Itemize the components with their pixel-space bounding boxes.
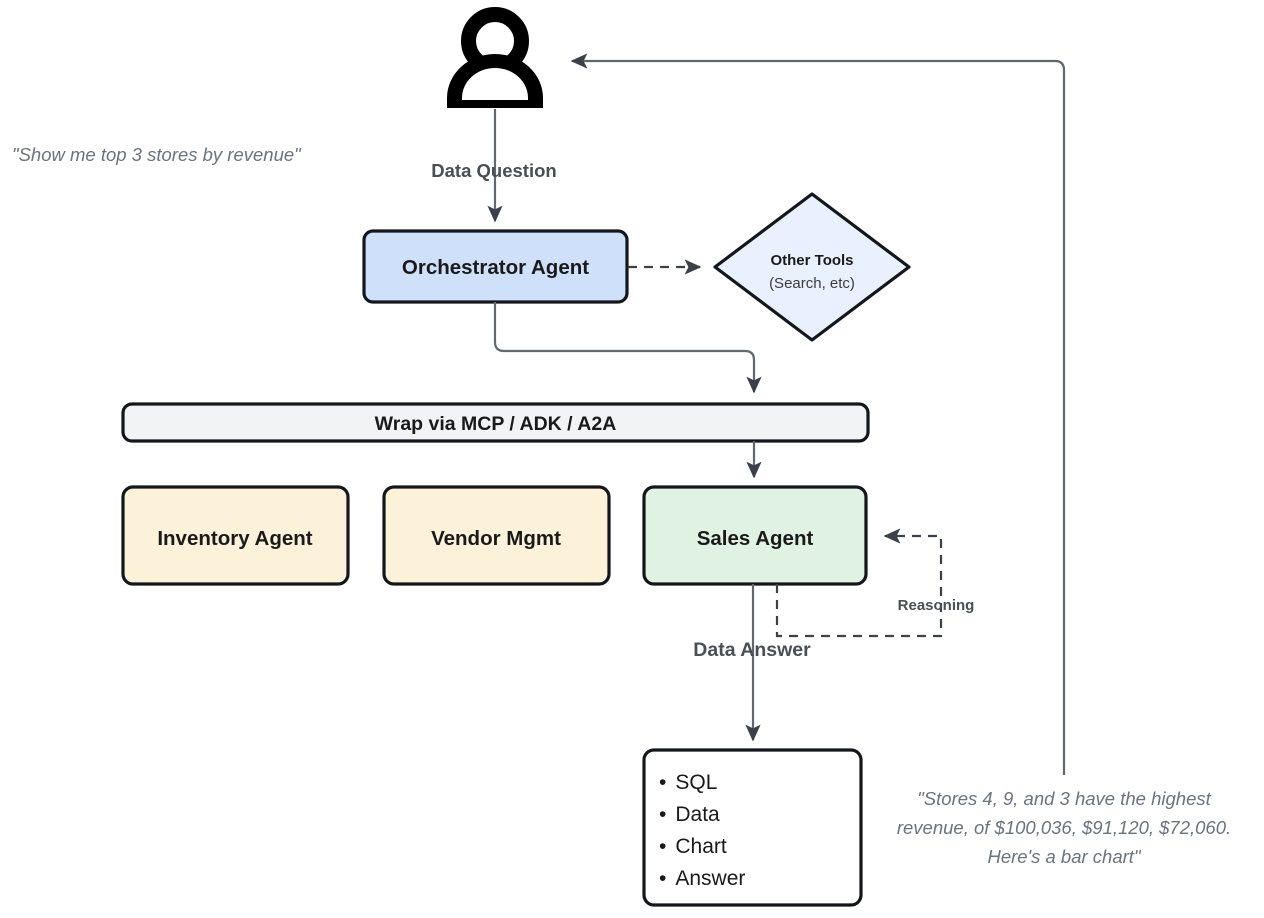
quote-user-question: "Show me top 3 stores by revenue"	[12, 144, 302, 165]
node-inventory-agent-label: Inventory Agent	[157, 527, 312, 550]
edge-label-reasoning: Reasoning	[898, 597, 975, 614]
answer-output-box[interactable]: • SQL • Data • Chart • Answer	[642, 748, 863, 907]
node-vendor-mgmt-label: Vendor Mgmt	[431, 527, 561, 550]
quote-assistant-answer-line-1: "Stores 4, 9, and 3 have the highest	[917, 788, 1211, 809]
answer-bullet-2: • Chart	[659, 835, 727, 858]
node-other-tools-sublabel: (Search, etc)	[769, 275, 855, 292]
answer-bullet-glyph-3: •	[659, 867, 666, 890]
answer-item-label-2: Chart	[675, 835, 727, 858]
quote-assistant-answer: "Stores 4, 9, and 3 have the highest rev…	[897, 788, 1231, 867]
edge-answer-to-user-feedback	[570, 53, 1066, 775]
node-other-tools-label: Other Tools	[770, 252, 853, 269]
node-wrap-layer-label: Wrap via MCP / ADK / A2A	[375, 413, 617, 435]
answer-bullet-3: • Answer	[659, 867, 745, 890]
edge-sales-agent-reasoning-loop	[775, 528, 943, 638]
person-icon	[447, 7, 543, 108]
quote-assistant-answer-line-2: revenue, of $100,036, $91,120, $72,060.	[897, 817, 1231, 838]
node-vendor-mgmt[interactable]: Vendor Mgmt	[382, 485, 611, 586]
answer-bullet-glyph-2: •	[659, 835, 666, 858]
node-sales-agent[interactable]: Sales Agent	[642, 485, 868, 586]
node-other-tools[interactable]: Other Tools (Search, etc)	[713, 192, 911, 342]
node-orchestrator-agent-label: Orchestrator Agent	[402, 256, 589, 279]
answer-item-label-1: Data	[675, 803, 720, 826]
quote-assistant-answer-line-3: Here's a bar chart"	[987, 846, 1141, 867]
node-sales-agent-label: Sales Agent	[697, 527, 814, 550]
node-orchestrator-agent[interactable]: Orchestrator Agent	[362, 229, 629, 304]
node-inventory-agent[interactable]: Inventory Agent	[121, 485, 350, 586]
answer-bullet-glyph-1: •	[659, 803, 666, 826]
answer-bullet-0: • SQL	[659, 771, 717, 794]
edge-label-data-answer: Data Answer	[693, 639, 811, 661]
edge-label-data-question: Data Question	[431, 160, 556, 181]
answer-item-label-3: Answer	[675, 867, 745, 890]
edge-orchestrator-to-wrap	[493, 302, 762, 394]
answer-item-label-0: SQL	[675, 771, 717, 794]
answer-bullet-1: • Data	[659, 803, 720, 826]
answer-bullet-glyph-0: •	[659, 771, 666, 794]
node-wrap-layer[interactable]: Wrap via MCP / ADK / A2A	[121, 402, 870, 443]
